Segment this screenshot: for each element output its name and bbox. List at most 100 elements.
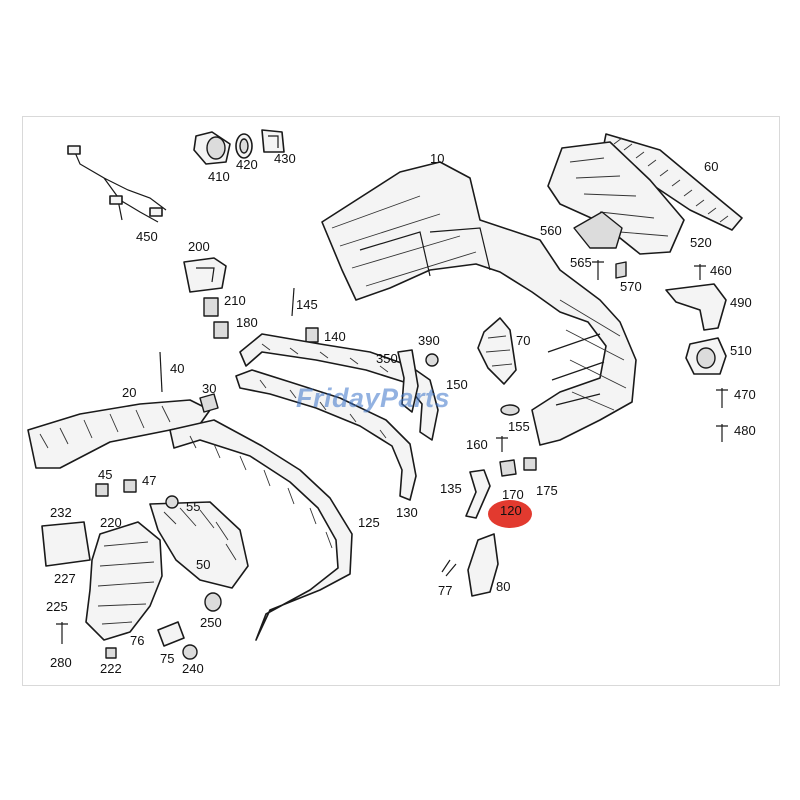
part-50-absorber: [149, 501, 249, 589]
callout-label-470: 470: [734, 387, 756, 402]
part-222-nut: [105, 647, 117, 659]
part-560-bracket: [573, 211, 623, 249]
callout-label-350: 350: [376, 351, 398, 366]
callout-label-430: 430: [274, 151, 296, 166]
callout-label-140: 140: [324, 329, 346, 344]
callout-label-135: 135: [440, 481, 462, 496]
callout-label-10: 10: [430, 151, 445, 166]
callout-label-450: 450: [136, 229, 158, 244]
part-75-clip: [157, 621, 185, 647]
part-232-cover-plate: [41, 521, 91, 567]
part-410-sensor: [193, 131, 231, 165]
callout-label-170: 170: [502, 487, 524, 502]
part-480-screw: [716, 424, 728, 442]
part-155-washer: [500, 404, 520, 416]
callout-label-460: 460: [710, 263, 732, 278]
part-120-trim: [239, 333, 439, 441]
part-430-holder: [261, 129, 285, 153]
part-460-screw: [694, 264, 706, 280]
part-45-clip: [95, 483, 109, 497]
callout-label-390: 390: [418, 333, 440, 348]
part-570-clip: [615, 261, 627, 279]
callout-label-60: 60: [704, 159, 719, 174]
callout-label-77: 77: [438, 583, 453, 598]
callout-label-180: 180: [236, 315, 258, 330]
part-470-bolt: [716, 388, 728, 408]
callout-label-150: 150: [446, 377, 468, 392]
part-250-grommet: [204, 592, 222, 612]
callout-label-570: 570: [620, 279, 642, 294]
callout-label-40: 40: [170, 361, 185, 376]
part-420-ring: [235, 133, 253, 159]
callout-label-520: 520: [690, 235, 712, 250]
callout-label-130: 130: [396, 505, 418, 520]
callout-label-232: 232: [50, 505, 72, 520]
part-125-lower-bumper: [169, 419, 353, 641]
callout-label-480: 480: [734, 423, 756, 438]
callout-label-510: 510: [730, 343, 752, 358]
callout-label-280: 280: [50, 655, 72, 670]
part-47-nut: [123, 479, 137, 493]
callout-label-227: 227: [54, 571, 76, 586]
callout-label-120: 120: [500, 503, 522, 518]
part-520-retainer: [547, 141, 685, 255]
callout-label-55: 55: [186, 499, 201, 514]
part-145-rod: [291, 287, 295, 317]
callout-label-155: 155: [508, 419, 530, 434]
part-220-bracket: [85, 521, 163, 641]
part-70-bracket: [477, 317, 517, 385]
highlight-marker: [488, 500, 532, 528]
part-140-clip: [305, 327, 319, 343]
callout-label-560: 560: [540, 223, 562, 238]
callout-label-47: 47: [142, 473, 157, 488]
part-55-clip: [165, 495, 179, 509]
part-390-nut: [425, 353, 439, 367]
callout-label-80: 80: [496, 579, 511, 594]
callout-label-410: 410: [208, 169, 230, 184]
callout-label-160: 160: [466, 437, 488, 452]
part-130-trim: [235, 369, 417, 501]
callout-label-20: 20: [122, 385, 137, 400]
callout-label-565: 565: [570, 255, 592, 270]
callout-label-250: 250: [200, 615, 222, 630]
callout-label-240: 240: [182, 661, 204, 676]
part-200-cover: [183, 257, 227, 293]
callout-label-76: 76: [130, 633, 145, 648]
part-170-bolt: [499, 459, 517, 477]
part-210-clip: [203, 297, 219, 317]
callout-label-125: 125: [358, 515, 380, 530]
part-135-bracket: [465, 469, 491, 519]
callout-label-70: 70: [516, 333, 531, 348]
callout-label-175: 175: [536, 483, 558, 498]
watermark: FridayParts: [296, 383, 451, 413]
callout-label-210: 210: [224, 293, 246, 308]
callout-label-420: 420: [236, 157, 258, 172]
callout-label-200: 200: [188, 239, 210, 254]
part-80-bracket: [467, 533, 499, 597]
callout-label-222: 222: [100, 661, 122, 676]
part-77-clip: [441, 559, 457, 577]
part-490-bracket: [665, 283, 727, 331]
callout-label-75: 75: [160, 651, 175, 666]
part-40-rod: [159, 351, 163, 393]
part-280-screw: [56, 622, 68, 644]
callout-label-50: 50: [196, 557, 211, 572]
callout-label-45: 45: [98, 467, 113, 482]
part-160-screw: [496, 436, 508, 452]
part-180-clip: [213, 321, 229, 339]
part-240-nut: [182, 644, 198, 660]
part-565-screw: [592, 260, 604, 280]
part-450-harness: [67, 145, 167, 223]
callout-label-490: 490: [730, 295, 752, 310]
callout-label-225: 225: [46, 599, 68, 614]
callout-label-220: 220: [100, 515, 122, 530]
callout-label-145: 145: [296, 297, 318, 312]
part-30-bracket: [199, 393, 219, 413]
part-10-bumper-cover: [321, 161, 637, 446]
part-350-bracket: [397, 349, 419, 413]
part-510-exhaust-tip: [685, 337, 727, 375]
callout-label-30: 30: [202, 381, 217, 396]
part-175-nut: [523, 457, 537, 471]
